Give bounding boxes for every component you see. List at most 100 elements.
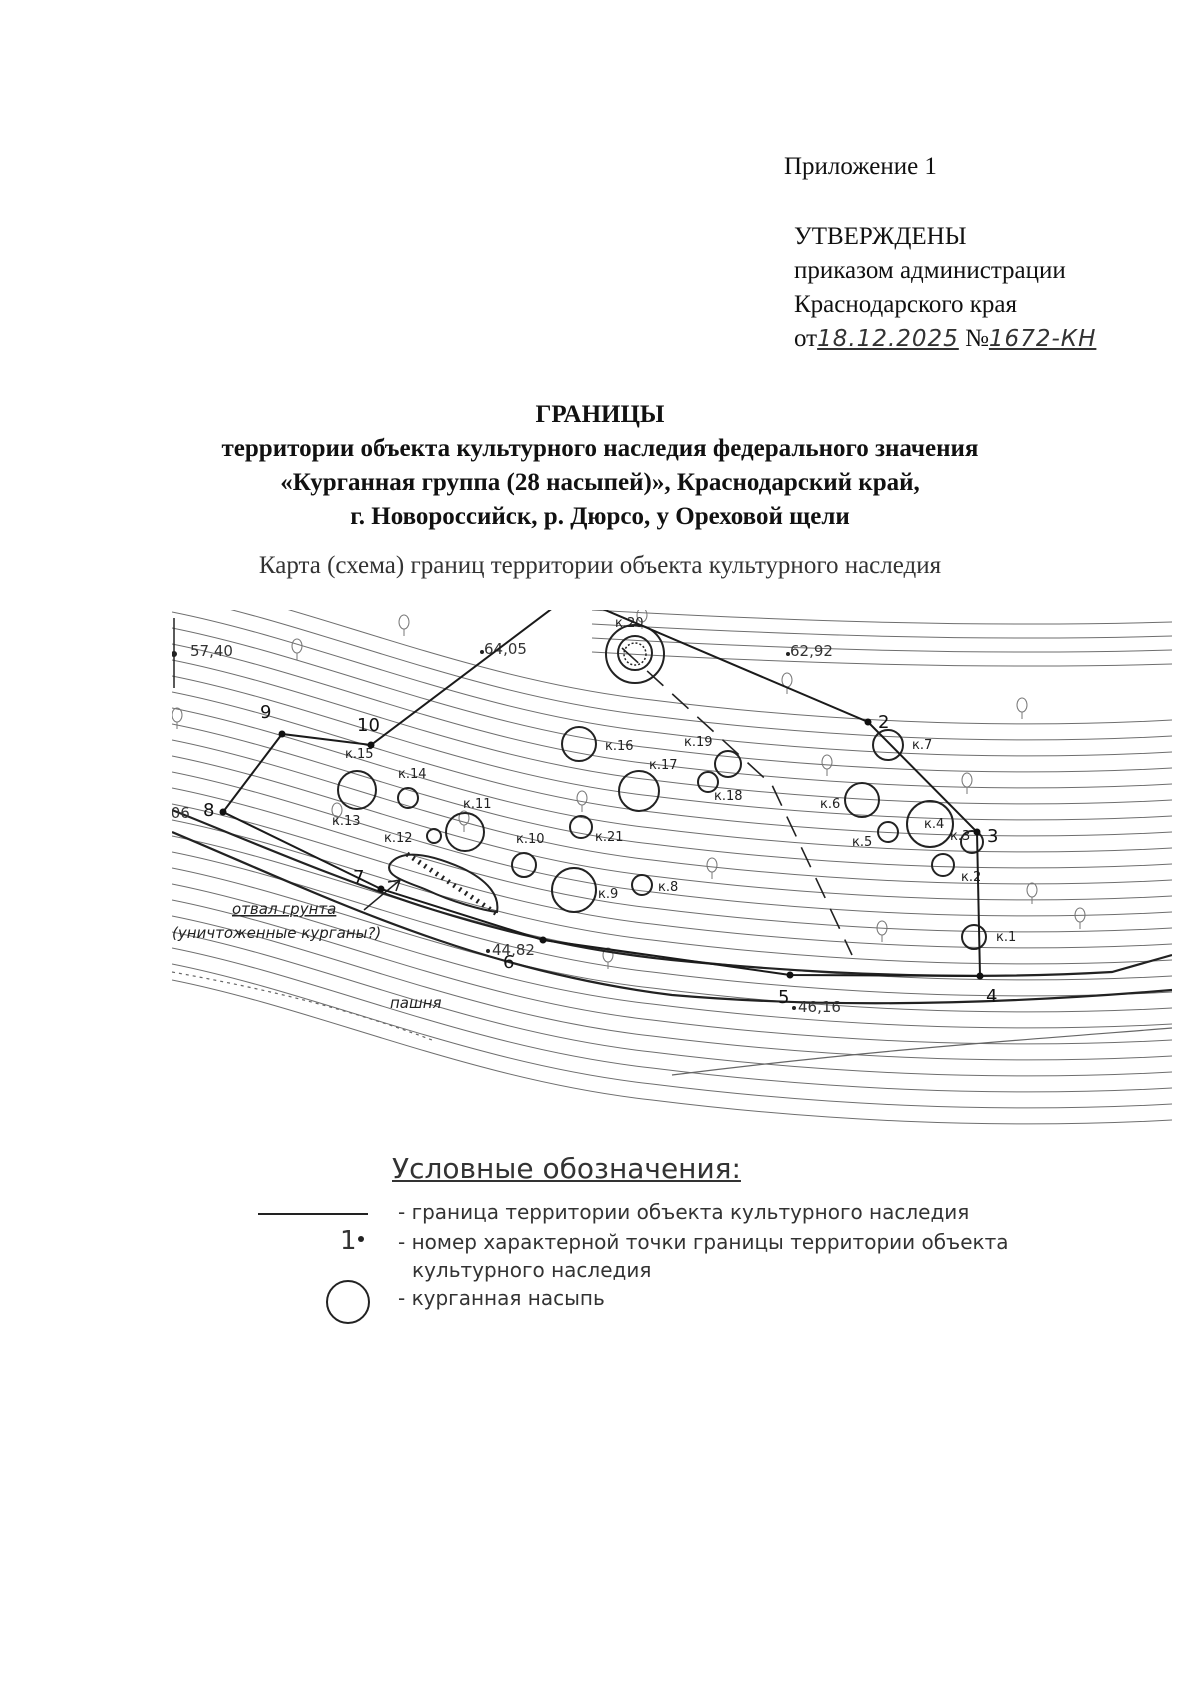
mound-circle [551,867,597,913]
contour-line [172,963,1172,1109]
boundary-point-6: 6 [503,936,547,973]
tree-icon [876,920,888,942]
mound-label: к.1 [996,930,1016,945]
mound-14: к.14 [397,767,427,809]
mound-circle [337,770,377,810]
boundary-point-number: 5 [778,987,789,1008]
boundary-point-number: 6 [503,952,514,973]
mound-circle [906,800,954,848]
mound-9: к.9 [551,867,618,913]
mound-circle [426,828,442,844]
boundary-point-5: 5 [778,971,794,1008]
elevation-label: 62,92 [790,642,833,660]
legend-point-symbol [358,1236,364,1242]
mound-21: к.21 [569,815,624,845]
boundary-point-dot [377,885,385,893]
mound-label: к.17 [649,758,678,773]
contour-line [591,610,1172,625]
boundary-point-3: 3 [973,826,998,847]
boundary-point-number: 8 [203,800,214,821]
approval-number: 1672-КН [988,326,1097,352]
contour-line [287,610,1172,725]
map-caption: Карта (схема) границ территории объекта … [258,552,942,579]
boundary-point-number: 9 [260,702,271,723]
boundary-point-9: 9 [260,702,286,738]
mound-10: к.10 [511,832,545,878]
boundary-point-number: 4 [986,986,997,1007]
legend-text: - номер характерной точки границы террит… [398,1230,1009,1254]
date-prefix: от [794,325,818,352]
approval-stamp: УТВЕРЖДЕНЫ приказом администрации Красно… [794,220,1096,356]
mound-label: к.5 [852,835,872,850]
mound-label: к.11 [463,797,492,812]
boundary-point-10: 10 [357,715,380,749]
approval-date: 18.12.2025 [817,326,959,352]
number-prefix: № [965,325,989,352]
tree-icon [706,857,718,879]
mound-15: к.15 [337,747,377,810]
contour-line [172,947,1172,1093]
tree-icon [398,614,410,636]
tree-icon [458,810,470,832]
mound-label: к.10 [516,832,545,847]
boundary-point-2: 2 [864,712,889,733]
boundary-point-number: 7 [353,867,364,888]
legend-line-symbol [258,1213,368,1215]
tree-icon [1074,907,1086,929]
tree-icon [1016,697,1028,719]
tree-icon [602,947,614,969]
tree-icon [821,754,833,776]
boundary-point-dot [973,828,981,836]
mound-11: к.11 [445,797,492,852]
elevation-markers: 57,40 64,05 62,92 ,06 44,82 46,16 [172,618,841,1016]
contour-line [172,803,1172,949]
mound-label: к.15 [345,747,374,762]
boundary-point-dot [539,936,547,944]
mound-label: к.18 [714,789,743,804]
mound-17: к.17 [618,758,678,812]
legend-point-number: 1 [340,1226,357,1256]
field-label: пашня [390,994,442,1012]
boundary-point-number: 2 [878,712,889,733]
mound-circle [714,750,742,778]
contour-lines [172,610,1172,1125]
approved-line-1: приказом администрации [794,257,1066,284]
tree-icon [961,772,973,794]
legend-title: Условные обозначения: [392,1152,741,1185]
approval-block: Приложение 1 УТВЕРЖДЕНЫ приказом админис… [784,150,1096,356]
mound-3: к.3 [950,829,984,854]
boundary-point-dot [278,730,286,738]
mound-8: к.8 [631,874,678,896]
mound-2: к.2 [931,853,981,885]
contour-line [172,659,1172,805]
mound-label: к.14 [398,767,427,782]
mound-label: к.9 [598,887,618,902]
boundary-point-8: 8 [203,800,227,821]
mound-label: к.8 [658,880,678,895]
mound-13: к.13 [332,814,361,829]
mound-1: к.1 [961,924,1016,950]
title-line-2: «Курганная группа (28 насыпей)», Краснод… [280,469,920,496]
mound-19: к.19 [684,735,742,778]
boundary-point-dot [367,741,375,749]
mound-12: к.12 [384,828,442,846]
legend-text: - курганная насыпь [398,1286,605,1310]
approval-date-line: от18.12.2025 №1672-КН [794,322,1096,356]
tree-icon [1026,882,1038,904]
contour-line [172,611,1172,757]
mound-6: к.6 [820,782,880,818]
contour-line [172,627,1172,773]
elevation-label: 64,05 [484,640,527,658]
spoil-sublabel: (уничтоженные курганы?) [172,924,381,942]
contour-line [591,623,1172,639]
mound-label: к.13 [332,814,361,829]
mound-circle [569,815,593,839]
legend-text: культурного наследия [412,1258,652,1282]
mound-label: к.7 [912,738,932,753]
title-heading: ГРАНИЦЫ [535,401,665,428]
spoil-label: отвал грунта [232,900,336,918]
contour-line [172,883,1172,1029]
contour-line [172,707,1172,853]
mound-4: к.4 [906,800,954,848]
mound-circle [631,874,653,896]
